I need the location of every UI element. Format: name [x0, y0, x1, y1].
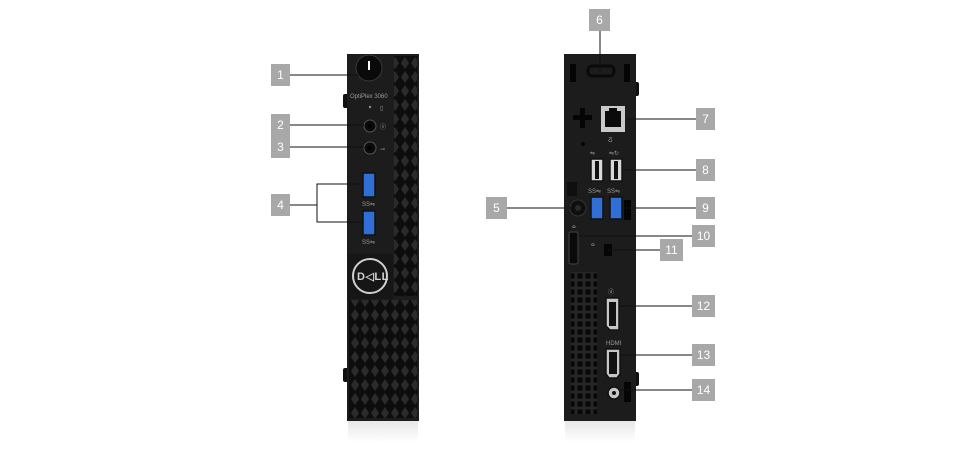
callout-10: 10 [692, 225, 715, 247]
svg-text:⇋: ⇋ [590, 150, 595, 157]
callout-11: 11 [660, 239, 683, 261]
dell-logo [352, 258, 388, 294]
svg-text:2: 2 [277, 118, 284, 132]
callout-6: 6 [589, 9, 610, 31]
front-usb3-port-1 [362, 172, 376, 198]
svg-text:7: 7 [702, 112, 709, 126]
callout-12: 12 [692, 295, 715, 317]
callouts: 1 2 3 4 5 6 7 8 [271, 9, 715, 401]
svg-text:4: 4 [277, 198, 284, 212]
svg-text:10: 10 [697, 229, 711, 243]
callout-4: 4 [271, 194, 290, 216]
svg-text:ⵒ: ⵒ [608, 138, 613, 144]
svg-text:HDMI: HDMI [606, 341, 622, 347]
front-grille-bottom [349, 300, 417, 418]
callout-9: 9 [696, 197, 715, 219]
svg-text:ⴰ: ⴰ [591, 242, 595, 248]
front-usb3-port-2 [362, 210, 376, 236]
padlock-ring [586, 64, 616, 78]
svg-text:5: 5 [493, 201, 500, 215]
callout-1: 1 [271, 64, 290, 86]
power-icon [368, 61, 370, 70]
front-view: OptiPlex 3060 ▯ ⓝ ⊸ SS⇋ SS⇋ D◁LL [343, 54, 419, 442]
release-latch [568, 231, 579, 265]
svg-text:⇋↻: ⇋↻ [609, 150, 619, 157]
svg-text:SS⇋: SS⇋ [588, 188, 601, 195]
callout-13: 13 [692, 344, 715, 366]
back-view: ⵒ ⇋ ⇋↻ SS⇋ SS⇋ ⴰ ⴰ ⓓ HDMI [564, 54, 639, 442]
leader-lines [290, 31, 696, 391]
back-usb3-port-2 [609, 196, 623, 220]
back-floor-reflection [565, 420, 635, 442]
callout-7: 7 [696, 108, 715, 130]
line-out-icon: ⊸ [380, 147, 385, 153]
svg-text:SS⇋: SS⇋ [362, 239, 375, 246]
svg-text:3: 3 [277, 140, 284, 154]
thumbscrew-tab [567, 182, 577, 196]
svg-text:ⴰ: ⴰ [572, 224, 576, 230]
svg-text:14: 14 [697, 383, 711, 397]
svg-text:8: 8 [702, 163, 709, 177]
svg-text:11: 11 [665, 243, 678, 257]
svg-text:9: 9 [702, 201, 709, 215]
callout-3: 3 [271, 136, 290, 158]
callout-2: 2 [271, 114, 290, 136]
back-usb3-port-1 [590, 196, 604, 220]
callout-5: 5 [486, 197, 507, 219]
front-grille-right [394, 56, 417, 296]
logo-badge [348, 254, 393, 299]
svg-text:6: 6 [596, 13, 603, 27]
svg-text:SS⇋: SS⇋ [362, 201, 375, 208]
back-vent [571, 272, 597, 414]
callout-8: 8 [696, 159, 715, 181]
activity-led [368, 105, 372, 109]
svg-text:13: 13 [697, 348, 711, 362]
dell-logo-text: D◁LL [357, 271, 389, 283]
callout-14: 14 [692, 379, 715, 401]
front-floor-reflection [348, 420, 418, 442]
svg-text:12: 12 [697, 299, 711, 313]
svg-text:SS⇋: SS⇋ [607, 188, 620, 195]
svg-text:ⓓ: ⓓ [608, 288, 614, 296]
headset-icon: ⓝ [380, 123, 386, 131]
svg-text:1: 1 [277, 68, 284, 82]
model-name: OptiPlex 3060 [350, 94, 388, 100]
drive-icon: ▯ [380, 106, 383, 112]
